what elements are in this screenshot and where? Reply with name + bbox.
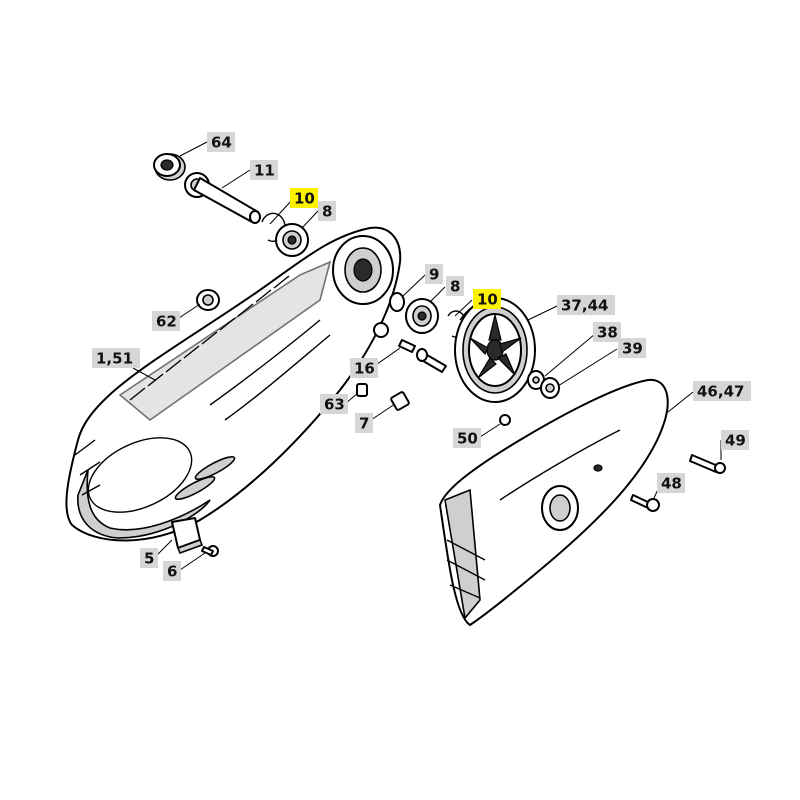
callout-box-50 <box>453 428 481 448</box>
callout-46_47: 46,47 <box>693 381 751 401</box>
nut-part-7 <box>390 391 410 411</box>
callout-1_51: 1,51 <box>92 348 140 368</box>
callout-box-39 <box>618 338 646 358</box>
callout-box-38 <box>593 322 621 342</box>
callout-10a: 10 <box>290 188 318 208</box>
main-housing-part <box>65 226 402 542</box>
callout-7: 7 <box>355 413 373 433</box>
callout-50: 50 <box>453 428 481 448</box>
callout-box-10a <box>290 188 318 208</box>
callout-8b: 8 <box>446 276 464 296</box>
clamp-part-5 <box>171 517 204 555</box>
callout-box-8b <box>446 276 464 296</box>
callout-text-64: 64 <box>211 134 232 152</box>
grommet-part-62 <box>196 289 220 311</box>
callout-9: 9 <box>425 264 443 284</box>
callout-text-1_51: 1,51 <box>96 350 133 368</box>
cover-part-46-47 <box>439 378 669 626</box>
callout-box-46_47 <box>693 381 751 401</box>
callout-text-8a: 8 <box>322 203 332 221</box>
bushing-part-64 <box>153 153 186 181</box>
callout-text-9: 9 <box>429 266 439 284</box>
callout-49: 49 <box>721 430 749 450</box>
callout-box-62 <box>152 311 180 331</box>
callout-5: 5 <box>140 548 158 568</box>
callout-37_44: 37,44 <box>557 295 615 315</box>
pulley-part-37-44 <box>454 297 536 403</box>
callout-16: 16 <box>350 358 378 378</box>
callout-box-7 <box>355 413 373 433</box>
callout-text-16: 16 <box>354 360 375 378</box>
screw-part-6 <box>201 545 219 557</box>
shaft-part-11 <box>184 172 261 224</box>
callout-text-10a: 10 <box>294 190 315 208</box>
callout-48: 48 <box>657 473 685 493</box>
callout-10b: 10 <box>473 289 501 309</box>
callout-text-5: 5 <box>144 550 154 568</box>
callout-text-11: 11 <box>254 162 275 180</box>
callout-text-48: 48 <box>661 475 682 493</box>
nut-part-39 <box>540 377 560 399</box>
screw-part-16 <box>373 322 447 373</box>
callout-63: 63 <box>320 394 348 414</box>
callout-box-49 <box>721 430 749 450</box>
callout-text-7: 7 <box>359 415 369 433</box>
callout-text-37_44: 37,44 <box>561 297 608 315</box>
callout-box-64 <box>207 132 235 152</box>
callout-62: 62 <box>152 311 180 331</box>
callout-box-8a <box>318 201 336 221</box>
callout-text-38: 38 <box>597 324 618 342</box>
callout-box-5 <box>140 548 158 568</box>
callout-38: 38 <box>593 322 621 342</box>
screw-part-63 <box>356 383 368 397</box>
callout-text-10b: 10 <box>477 291 498 309</box>
callout-text-49: 49 <box>725 432 746 450</box>
callout-11: 11 <box>250 160 278 180</box>
callout-box-10b <box>473 289 501 309</box>
callout-8a: 8 <box>318 201 336 221</box>
callout-box-11 <box>250 160 278 180</box>
callout-text-46_47: 46,47 <box>697 383 744 401</box>
callout-text-62: 62 <box>156 313 177 331</box>
callout-box-6 <box>163 561 181 581</box>
bearing-part-8-top <box>275 223 309 257</box>
callout-text-8b: 8 <box>450 278 460 296</box>
callout-box-1_51 <box>92 348 140 368</box>
bearing-part-8-mid <box>405 298 439 334</box>
washer-part-9 <box>389 292 405 312</box>
screw-part-50 <box>499 414 511 426</box>
callout-box-9 <box>425 264 443 284</box>
callout-text-6: 6 <box>167 563 177 581</box>
callout-6: 6 <box>163 561 181 581</box>
screw-part-49 <box>689 454 726 474</box>
screw-part-48 <box>630 494 660 512</box>
callout-text-39: 39 <box>622 340 643 358</box>
callout-64: 64 <box>207 132 235 152</box>
callout-box-48 <box>657 473 685 493</box>
callout-box-37_44 <box>557 295 615 315</box>
callout-39: 39 <box>618 338 646 358</box>
callout-box-16 <box>350 358 378 378</box>
callout-text-63: 63 <box>324 396 345 414</box>
callout-text-50: 50 <box>457 430 478 448</box>
callout-box-63 <box>320 394 348 414</box>
